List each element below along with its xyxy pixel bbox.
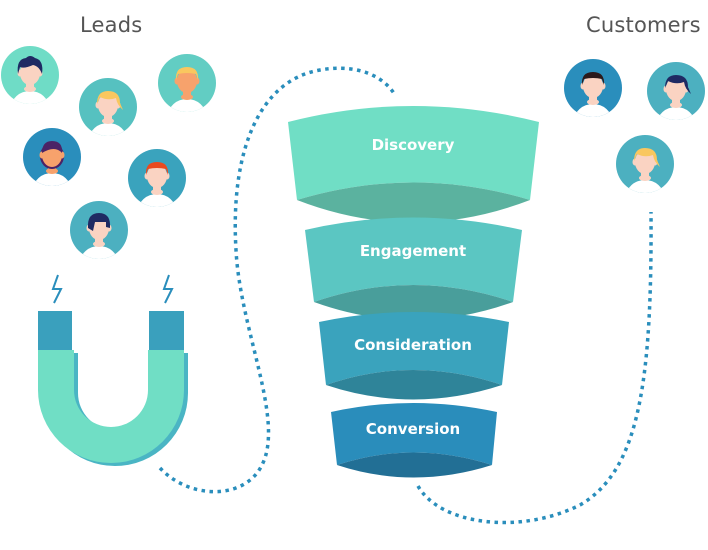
- funnel-stage-conversion: Conversion: [331, 403, 497, 478]
- customer-2-avatar: [647, 62, 705, 120]
- hair: [145, 162, 169, 175]
- stage-label-discovery: Discovery: [372, 136, 455, 154]
- funnel-stage-engagement: Engagement: [305, 217, 522, 320]
- lightning-icon: [162, 274, 174, 304]
- lead-1-avatar: [1, 46, 59, 104]
- stage-label-conversion: Conversion: [366, 420, 460, 438]
- lead-flow-path: [158, 66, 397, 494]
- stage-label-consideration: Consideration: [354, 336, 472, 354]
- hair: [175, 67, 199, 80]
- hair: [97, 91, 123, 110]
- funnel: Discovery Engagement Consideration Conve…: [288, 106, 539, 478]
- customer-1-avatar: [564, 59, 622, 117]
- hair: [42, 141, 63, 153]
- magnet-pole-left: [38, 311, 72, 350]
- customer-3-avatar: [616, 135, 674, 193]
- customer-flow-path: [416, 211, 653, 525]
- hair: [634, 148, 660, 167]
- customers-title: Customers: [586, 13, 701, 37]
- lightning-icon: [51, 274, 63, 304]
- hair: [581, 72, 605, 85]
- hair: [87, 213, 111, 231]
- funnel-stage-discovery: Discovery: [288, 106, 539, 223]
- hair: [17, 56, 43, 74]
- magnet-pole-right: [149, 311, 184, 350]
- stage-label-engagement: Engagement: [360, 242, 466, 260]
- lead-5-avatar: [128, 149, 186, 207]
- funnel-stage-consideration: Consideration: [319, 312, 509, 400]
- magnet-icon: [38, 274, 188, 466]
- hair: [665, 75, 691, 94]
- leads-title: Leads: [80, 13, 143, 37]
- lead-4-avatar: [23, 128, 81, 186]
- lead-3-avatar: [158, 54, 216, 112]
- lead-2-avatar: [79, 78, 137, 136]
- lead-6-avatar: [70, 201, 128, 259]
